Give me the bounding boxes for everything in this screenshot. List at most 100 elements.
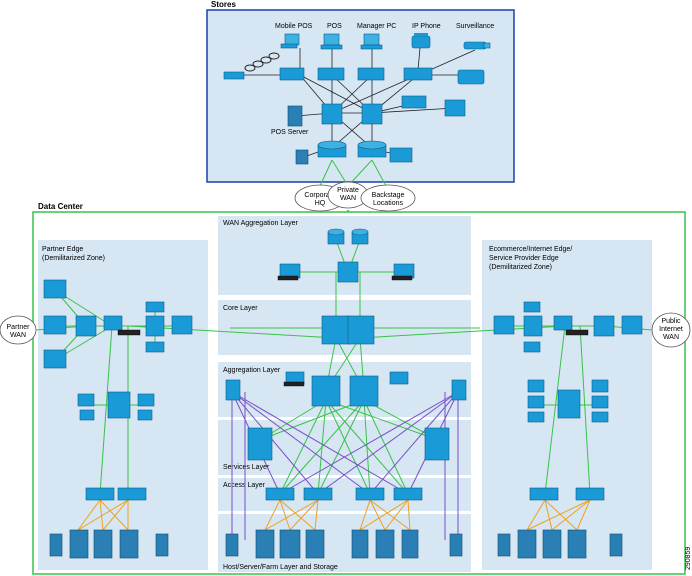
store-wireless-controller-icon	[389, 147, 413, 163]
host-layer-label: Host/Server/Farm Layer and Storage	[223, 564, 338, 571]
partner-appliance-2-icon	[145, 341, 165, 353]
ecom-service-2-icon	[591, 379, 609, 393]
agg-firewall-icon	[283, 371, 305, 387]
partner-appliance-1-icon	[145, 301, 165, 313]
agg-right-switch-icon	[451, 379, 467, 401]
ecommerce-edge-label-2: Service Provider Edge	[489, 255, 559, 262]
host-server-1-icon	[225, 533, 239, 557]
surveillance-camera-icon	[463, 41, 491, 50]
wan-router-1-icon	[327, 228, 345, 245]
host-server-3-icon	[279, 529, 301, 559]
access-switch-3-icon	[355, 487, 385, 501]
ip-phone-icon	[411, 33, 431, 49]
ecom-appliance-2-icon	[523, 341, 541, 353]
access-switch-2-icon	[303, 487, 333, 501]
label-surveillance: Surveillance	[456, 23, 494, 30]
store-core-switch-2-icon	[361, 103, 383, 125]
ecom-service-4-icon	[591, 395, 609, 409]
host-storage-3-icon	[401, 529, 419, 559]
label-mobile-pos: Mobile POS	[275, 23, 313, 30]
ecom-service-6-icon	[591, 411, 609, 423]
partner-router-3-icon	[43, 349, 67, 369]
cloud-backstage-line2: Locations	[373, 200, 403, 207]
wan-aggregation-label: WAN Aggregation Layer	[223, 220, 299, 227]
ecommerce-edge-label-3: (Demilitarized Zone)	[489, 264, 552, 271]
ecom-server-1-icon	[497, 533, 511, 557]
partner-service-2-icon	[137, 393, 155, 407]
partner-switch-2-icon	[145, 315, 165, 337]
services-chassis-right-icon	[424, 427, 450, 461]
store-storage-icon	[295, 149, 309, 165]
wan-firewall-right-icon	[391, 263, 415, 281]
cloud-public-line2: Internet	[659, 326, 683, 333]
store-firewall-icon	[401, 95, 427, 109]
cloud-public-line3: WAN	[663, 334, 679, 341]
access-layer-label: Access Layer	[223, 482, 266, 489]
cloud-public-internet: Public Internet WAN	[651, 312, 691, 348]
core-layer-label: Core Layer	[223, 305, 258, 312]
agg-switch-1-icon	[311, 375, 341, 407]
core-switch-1-icon	[321, 315, 351, 345]
host-server-4-icon	[305, 529, 325, 559]
partner-server-3-icon	[93, 529, 113, 559]
partner-server-2-icon	[69, 529, 89, 559]
cloud-backstage-locations: Backstage Locations	[360, 184, 416, 212]
cloud-partner-line2: WAN	[10, 332, 26, 339]
cloud-private-wan: Private WAN	[327, 181, 369, 209]
wan-router-2-icon	[351, 228, 369, 245]
partner-service-3-icon	[79, 409, 95, 421]
partner-edge-label-1: Partner Edge	[42, 246, 83, 253]
mobile-pos-icon	[280, 33, 300, 49]
wan-agg-switch-icon	[337, 261, 359, 283]
host-storage-1-icon	[351, 529, 369, 559]
host-storage-2-icon	[375, 529, 395, 559]
label-manager-pc: Manager PC	[357, 23, 396, 30]
pos-server-icon	[287, 105, 303, 127]
store-core-switch-1-icon	[321, 103, 343, 125]
partner-access-switch-2-icon	[117, 487, 147, 501]
store-security-icon	[444, 99, 466, 117]
ecom-server-3-icon	[542, 529, 562, 559]
store-switch-3-icon	[357, 67, 385, 81]
orange-links	[77, 499, 591, 531]
ecom-access-switch-2-icon	[575, 487, 605, 501]
cloud-corporate-line1: Corporate	[304, 192, 335, 199]
partner-service-4-icon	[137, 409, 153, 421]
store-router-1-icon	[317, 140, 347, 158]
partner-router-4-icon	[171, 315, 193, 335]
store-appliance-icon	[457, 69, 485, 85]
cloud-partner-wan: Partner WAN	[0, 315, 37, 345]
store-switch-4-icon	[403, 67, 433, 81]
store-router-2-icon	[357, 140, 387, 158]
agg-switch-2-icon	[349, 375, 379, 407]
cloud-public-line1: Public	[661, 318, 681, 325]
agg-left-switch-icon	[225, 379, 241, 401]
partner-services-switch-icon	[107, 391, 131, 419]
ecom-router-2-icon	[621, 315, 643, 335]
ecom-server-5-icon	[609, 533, 623, 557]
wan-firewall-left-icon	[277, 263, 301, 281]
aggregation-layer-label: Aggregation Layer	[223, 367, 281, 374]
manager-pc-icon	[360, 33, 383, 50]
services-chassis-left-icon	[247, 427, 273, 461]
partner-router-1-icon	[43, 279, 67, 299]
ecom-router-1-icon	[493, 315, 515, 335]
agg-appliance-icon	[389, 371, 409, 385]
partner-switch-1-icon	[75, 315, 97, 337]
access-panel	[218, 478, 471, 511]
access-switch-4-icon	[393, 487, 423, 501]
ecom-service-5-icon	[527, 411, 545, 423]
cloud-private-line1: Private	[337, 187, 359, 194]
wan-aggregation-panel	[218, 216, 471, 295]
ecom-server-4-icon	[567, 529, 587, 559]
ecom-firewall-icon	[553, 315, 589, 336]
ecommerce-edge-label-1: Ecommerce/Internet Edge/	[489, 246, 572, 253]
ecom-access-switch-1-icon	[529, 487, 559, 501]
access-switch-1-icon	[265, 487, 295, 501]
ecom-services-switch-icon	[557, 389, 581, 419]
pos-terminal-icon	[320, 33, 343, 50]
partner-service-1-icon	[77, 393, 95, 407]
ecom-appliance-1-icon	[523, 301, 541, 313]
partner-server-5-icon	[155, 533, 169, 557]
